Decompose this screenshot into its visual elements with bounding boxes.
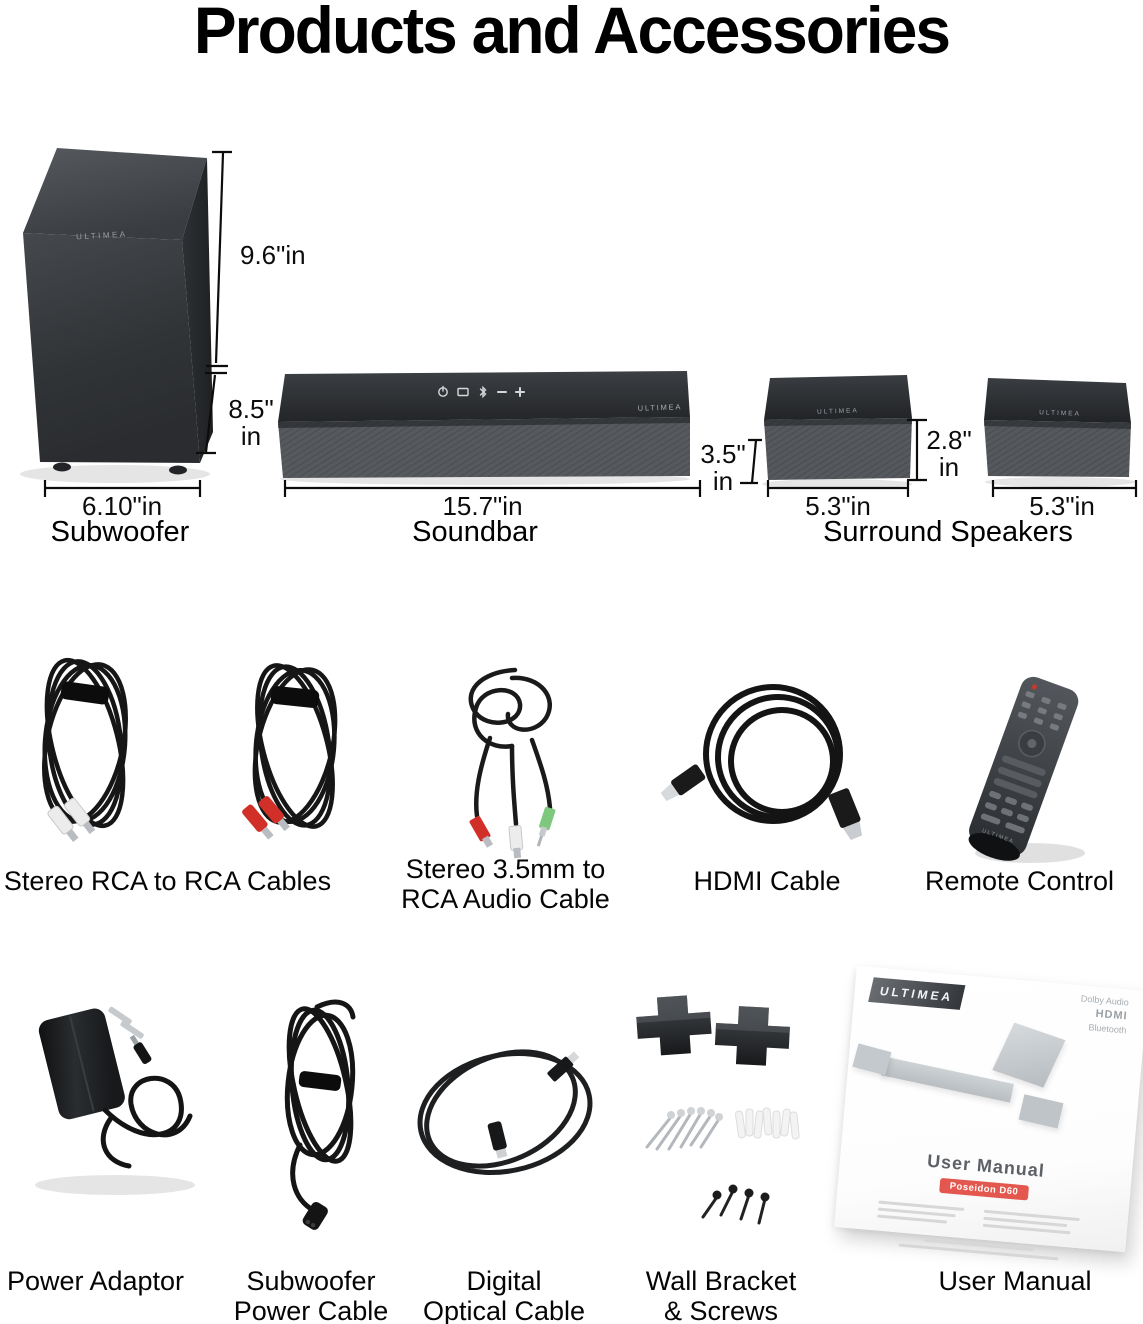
- subwoofer-power-cable-label: Subwoofer Power Cable: [233, 1266, 389, 1324]
- page-title: Products and Accessories: [193, 0, 951, 67]
- speaker-top-face: [764, 375, 912, 420]
- subwoofer-top-face: [23, 148, 207, 240]
- wall-anchors: [734, 1107, 800, 1140]
- rca-cables-image: [42, 657, 338, 843]
- speaker-height-dim-label: 2.8" in: [926, 425, 972, 482]
- remote-control-image: ULTIMEA: [968, 676, 1085, 863]
- soundbar-brand: ULTIMEA: [637, 402, 682, 413]
- soundbar-width-dim-label: 15.7"in: [442, 491, 523, 521]
- subwoofer-width-dim-label: 6.10"in: [81, 491, 163, 521]
- aux-cable-image: [468, 667, 556, 859]
- figure8-connector: [302, 1202, 328, 1230]
- bluetooth-icon: [479, 385, 487, 399]
- hdmi-cable-image: [660, 684, 863, 841]
- wall-bracket-right: [714, 1006, 790, 1066]
- aux-35mm-connector: [536, 806, 556, 847]
- subwoofer-power-cable-image: [284, 999, 356, 1230]
- soundbar-image: ULTIMEA: [278, 371, 690, 485]
- wall-bracket-label: Wall Bracket & Screws: [645, 1266, 797, 1324]
- volume-up-icon: [515, 387, 525, 397]
- hdmi-cable-label: HDMI Cable: [693, 866, 841, 896]
- digital-optical-cable-image: [417, 1049, 593, 1175]
- subwoofer-height-dim-label: 9.6"in: [240, 240, 306, 270]
- subwoofer-right-face: [182, 158, 213, 463]
- white-rca-connectors: [47, 797, 96, 843]
- aux-cable-label: Stereo 3.5mm to RCA Audio Cable: [401, 854, 610, 914]
- optical-connector-top: [547, 1051, 580, 1082]
- power-adaptor-label: Power Adaptor: [6, 1266, 185, 1296]
- user-manual-image: ULTIMEA Dolby Audio HDMI Bluetooth User …: [834, 965, 1143, 1261]
- digital-optical-cable-label: Digital Optical Cable: [422, 1266, 586, 1324]
- subwoofer-depth-dimension-line: [196, 374, 217, 455]
- red-rca-connectors: [242, 796, 290, 840]
- optical-connector-mid: [487, 1121, 508, 1159]
- wall-bracket-left: [636, 995, 712, 1056]
- soundbar-top-face: [278, 371, 690, 422]
- hdmi-badge: HDMI: [1095, 1007, 1129, 1023]
- speaker-right-width-dimension-line: [991, 480, 1138, 497]
- hdmi-connector-left: [660, 764, 706, 802]
- subwoofer-depth-dim-label: 8.5" in: [228, 394, 274, 451]
- speaker-right-width-dim-label: 5.3"in: [1029, 491, 1095, 521]
- speaker-height-dimension-line: [907, 418, 927, 482]
- dimension-lines: [43, 150, 1138, 497]
- soundbar-front-grille: [278, 417, 690, 478]
- speaker-brand: ULTIMEA: [1039, 409, 1081, 417]
- speaker-depth-dim-label: 3.5" in: [700, 439, 746, 496]
- rca-cables-label: Stereo RCA to RCA Cables: [3, 866, 332, 896]
- manual-model-badge: Poseidon D60: [939, 1177, 1029, 1201]
- plug-prongs: [108, 1006, 144, 1039]
- user-manual-label: User Manual: [938, 1266, 1092, 1296]
- subwoofer-front-face: [23, 233, 200, 463]
- red-rca-connector: [469, 816, 494, 848]
- surround-speakers-label: Surround Speakers: [823, 516, 1073, 548]
- subwoofer-width-dimension-line: [43, 480, 202, 497]
- speaker-front-grille: [984, 420, 1131, 477]
- adaptor-body: [38, 1008, 125, 1120]
- wall-bracket-screws-image: [636, 995, 800, 1225]
- black-screws: [701, 1184, 770, 1225]
- hdmi-connector-right: [828, 788, 863, 841]
- white-rca-connector: [508, 825, 524, 859]
- bluetooth-badge: Bluetooth: [1088, 1022, 1127, 1036]
- dc-plug: [129, 1034, 152, 1064]
- speaker-left-width-dimension-line: [766, 480, 910, 497]
- speaker-brand: ULTIMEA: [817, 407, 859, 415]
- manual-brand-logo: ULTIMEA: [868, 977, 966, 1010]
- power-adaptor-image: [35, 1006, 195, 1195]
- subwoofer-label: Subwoofer: [50, 516, 190, 548]
- surround-speaker-left-image: ULTIMEA: [762, 375, 912, 489]
- subwoofer-height-dimension-line: [205, 150, 232, 375]
- subwoofer-image: ULTIMEA: [20, 148, 213, 483]
- soundbar-touch-controls: [438, 385, 525, 399]
- speaker-left-width-dim-label: 5.3"in: [805, 491, 871, 521]
- surround-speaker-right-image: ULTIMEA: [984, 378, 1135, 487]
- dolby-audio-badge: Dolby Audio: [1080, 993, 1130, 1008]
- power-icon: [438, 385, 448, 397]
- soundbar-width-dimension-line: [283, 480, 702, 497]
- speaker-front-grille: [764, 418, 912, 480]
- speaker-top-face: [984, 378, 1131, 423]
- subwoofer-brand: ULTIMEA: [76, 230, 128, 242]
- speaker-depth-dimension-line: [740, 438, 762, 485]
- manual-fine-print: [837, 1193, 1128, 1261]
- soundbar-label: Soundbar: [412, 516, 538, 548]
- mounting-screws-silver: [645, 1107, 723, 1151]
- remote-control-label: Remote Control: [924, 866, 1115, 896]
- source-icon: [457, 387, 469, 397]
- manual-badges: Dolby Audio HDMI Bluetooth: [1078, 993, 1129, 1038]
